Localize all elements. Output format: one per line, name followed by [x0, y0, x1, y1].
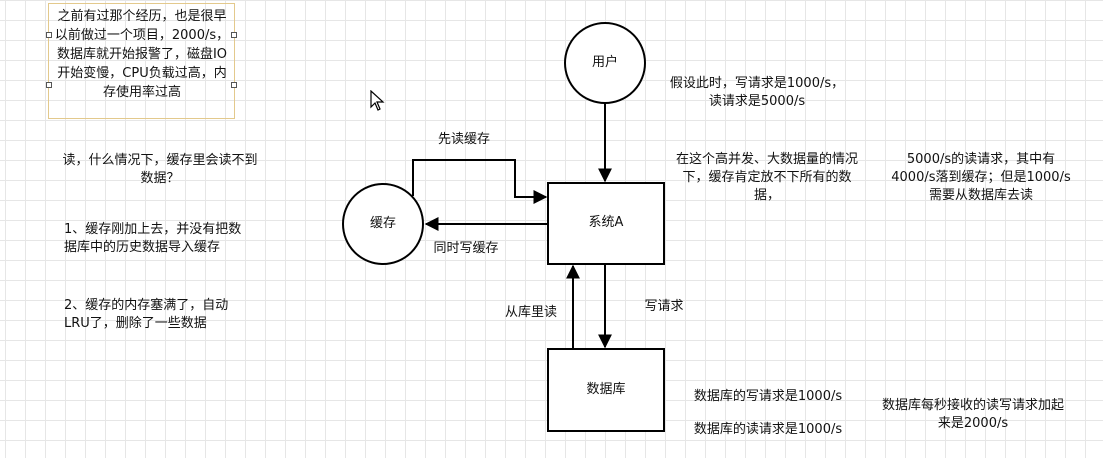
db-read-note: 数据库的读请求是1000/s — [693, 422, 843, 437]
edge-label-write-cache: 同时写缓存 — [433, 241, 499, 256]
resize-handle-bl[interactable] — [46, 82, 52, 88]
resize-handle-tr[interactable] — [231, 32, 237, 38]
reason-2-note: 2、缓存的内存塞满了，自动LRU了，删除了一些数据 — [64, 298, 229, 331]
database-node-label: 数据库 — [586, 382, 626, 397]
user-node-label: 用户 — [591, 55, 618, 70]
reason-1-note: 1、缓存刚加上去，并没有把数据库中的历史数据导入缓存 — [64, 222, 242, 255]
resize-handle-tl[interactable] — [46, 32, 52, 38]
assumption-note: 假设此时，写请求是1000/s，读请求是5000/s — [669, 76, 845, 109]
read-split-note: 5000/s的读请求，其中有4000/s落到缓存；但是1000/s需要从数据库去… — [891, 152, 1071, 203]
db-total-note: 数据库每秒接收的读写请求加起来是2000/s — [881, 398, 1064, 431]
database-node[interactable] — [547, 348, 665, 432]
system-node-label: 系统A — [588, 215, 624, 230]
edge-read-cache-first[interactable] — [412, 159, 548, 204]
resize-handle-br[interactable] — [231, 82, 237, 88]
cache-node[interactable] — [342, 183, 424, 265]
mouse-cursor-icon — [370, 90, 385, 111]
edge-label-read-from-db: 从库里读 — [504, 305, 557, 320]
question-note: 读，什么情况下，缓存里会读不到数据？ — [62, 153, 258, 186]
edge-label-write-request: 写请求 — [644, 299, 684, 314]
history-note-box[interactable] — [46, 3, 237, 119]
high-concurrency-note: 在这个高并发、大数据量的情况下，缓存肯定放不下所有的数据， — [675, 152, 858, 203]
db-write-note: 数据库的写请求是1000/s — [693, 389, 843, 404]
edge-label-read-cache-first: 先读缓存 — [437, 132, 490, 147]
cache-node-label: 缓存 — [369, 216, 396, 231]
history-note-text: 之前有过那个经历，也是很早以前做过一个项目，2000/s，数据库就开始报警了，磁… — [54, 9, 230, 100]
